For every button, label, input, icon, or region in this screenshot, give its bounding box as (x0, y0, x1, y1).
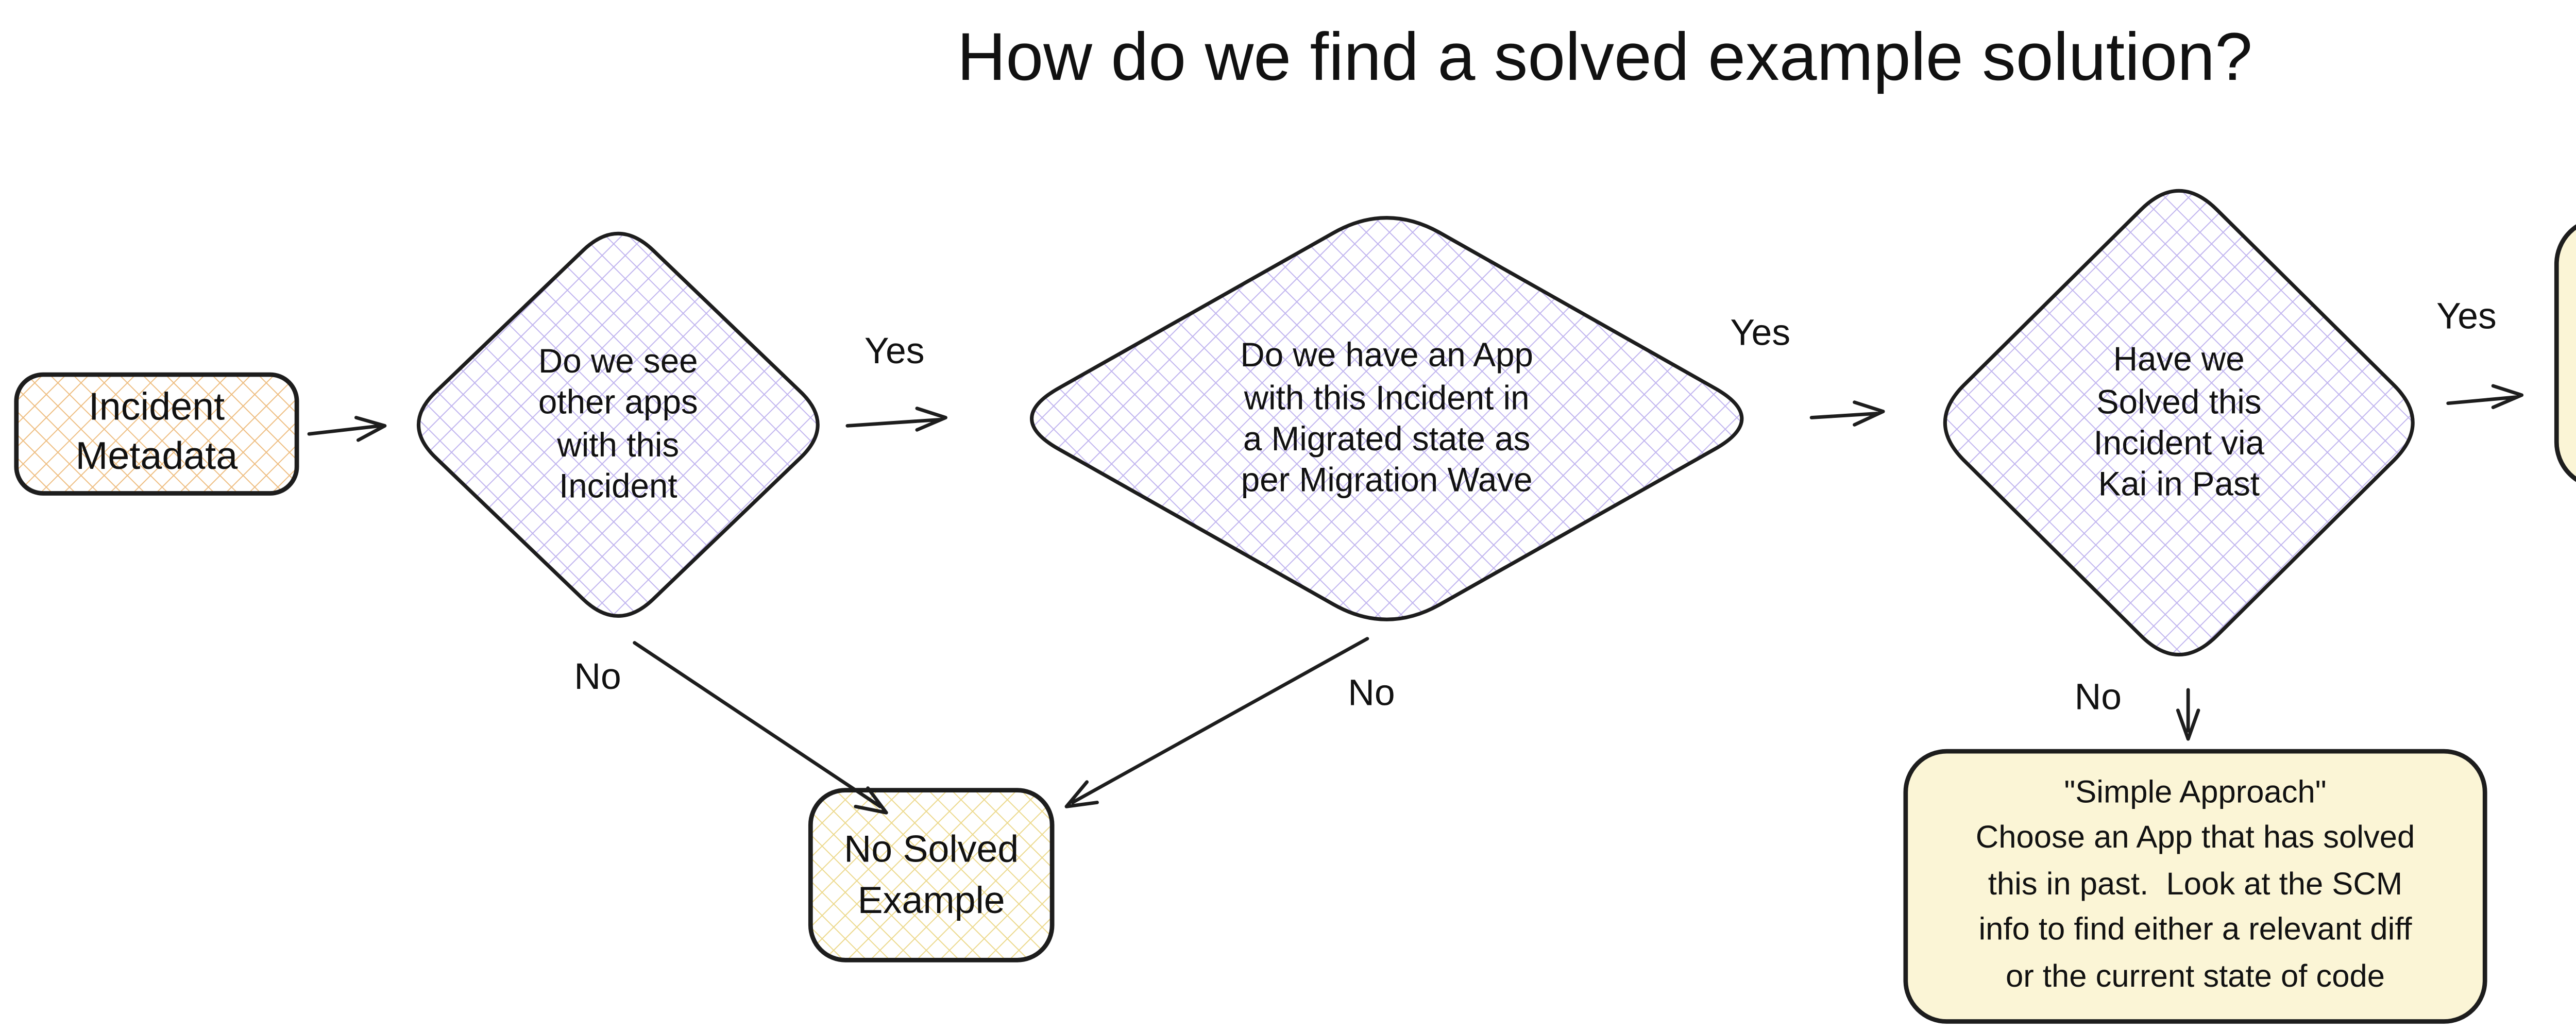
node-see-other-apps-label: Do we see other apps with this Incident (538, 343, 698, 506)
node-no-solved-example-shape (808, 788, 1055, 962)
node-incident-metadata-shape (14, 372, 299, 496)
node-see-other-apps-shape (417, 231, 820, 618)
edge-no-migrated-to-no-solved-arrow (1064, 637, 1369, 808)
node-incident-metadata-label: Incident Metadata (75, 387, 238, 479)
node-consult-incident-metadata-label: Consult Incident Metadata we've saved fr… (2563, 219, 2576, 473)
node-app-in-migrated-state-label: Do we have an App with this Incident in … (1240, 337, 1533, 501)
edge-no-solved-via-kai-to-simple-approach-arrow (2176, 688, 2200, 741)
edge-label-no-2: No (1348, 672, 1395, 714)
edge-yes-solved-via-kai-to-consult-arrow (2446, 384, 2524, 410)
page-title: How do we find a solved example solution… (957, 18, 2253, 94)
node-no-solved-example-label: No Solved Example (844, 827, 1019, 920)
edge-yes-see-other-apps-to-migrated-arrow (845, 407, 947, 432)
edge-label-no-1: No (574, 656, 621, 697)
node-solved-via-kai-label: Have we Solved this Incident via Kai in … (2093, 342, 2265, 505)
edge-label-yes-2: Yes (1730, 312, 1791, 353)
edge-label-yes-3: Yes (2436, 296, 2497, 337)
edge-label-yes-1: Yes (864, 330, 925, 372)
edge-incident-to-see-other-apps-arrow (307, 416, 387, 442)
node-solved-via-kai-shape (1943, 189, 2415, 657)
node-consult-incident-metadata-shape (2554, 224, 2576, 482)
node-simple-approach-shape (1903, 749, 2487, 1024)
node-simple-approach-label: "Simple Approach" Choose an App that has… (1975, 775, 2415, 994)
node-app-in-migrated-state-shape (1030, 216, 1744, 621)
edge-label-no-3: No (2074, 677, 2122, 718)
edge-no-see-other-apps-to-no-solved-arrow (633, 641, 888, 815)
edge-yes-migrated-to-solved-via-kai-arrow (1809, 400, 1885, 427)
